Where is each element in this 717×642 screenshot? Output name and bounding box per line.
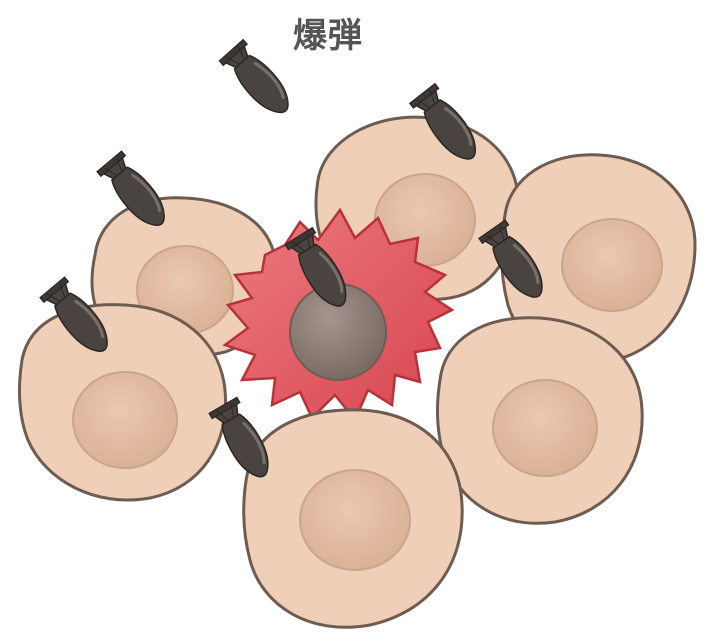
bomb-label: 爆弾 <box>293 8 363 57</box>
cell-front-left <box>20 305 226 500</box>
cell-front-bottom <box>244 410 462 627</box>
bomb-icon <box>219 40 297 122</box>
cell-front-right <box>437 318 642 524</box>
